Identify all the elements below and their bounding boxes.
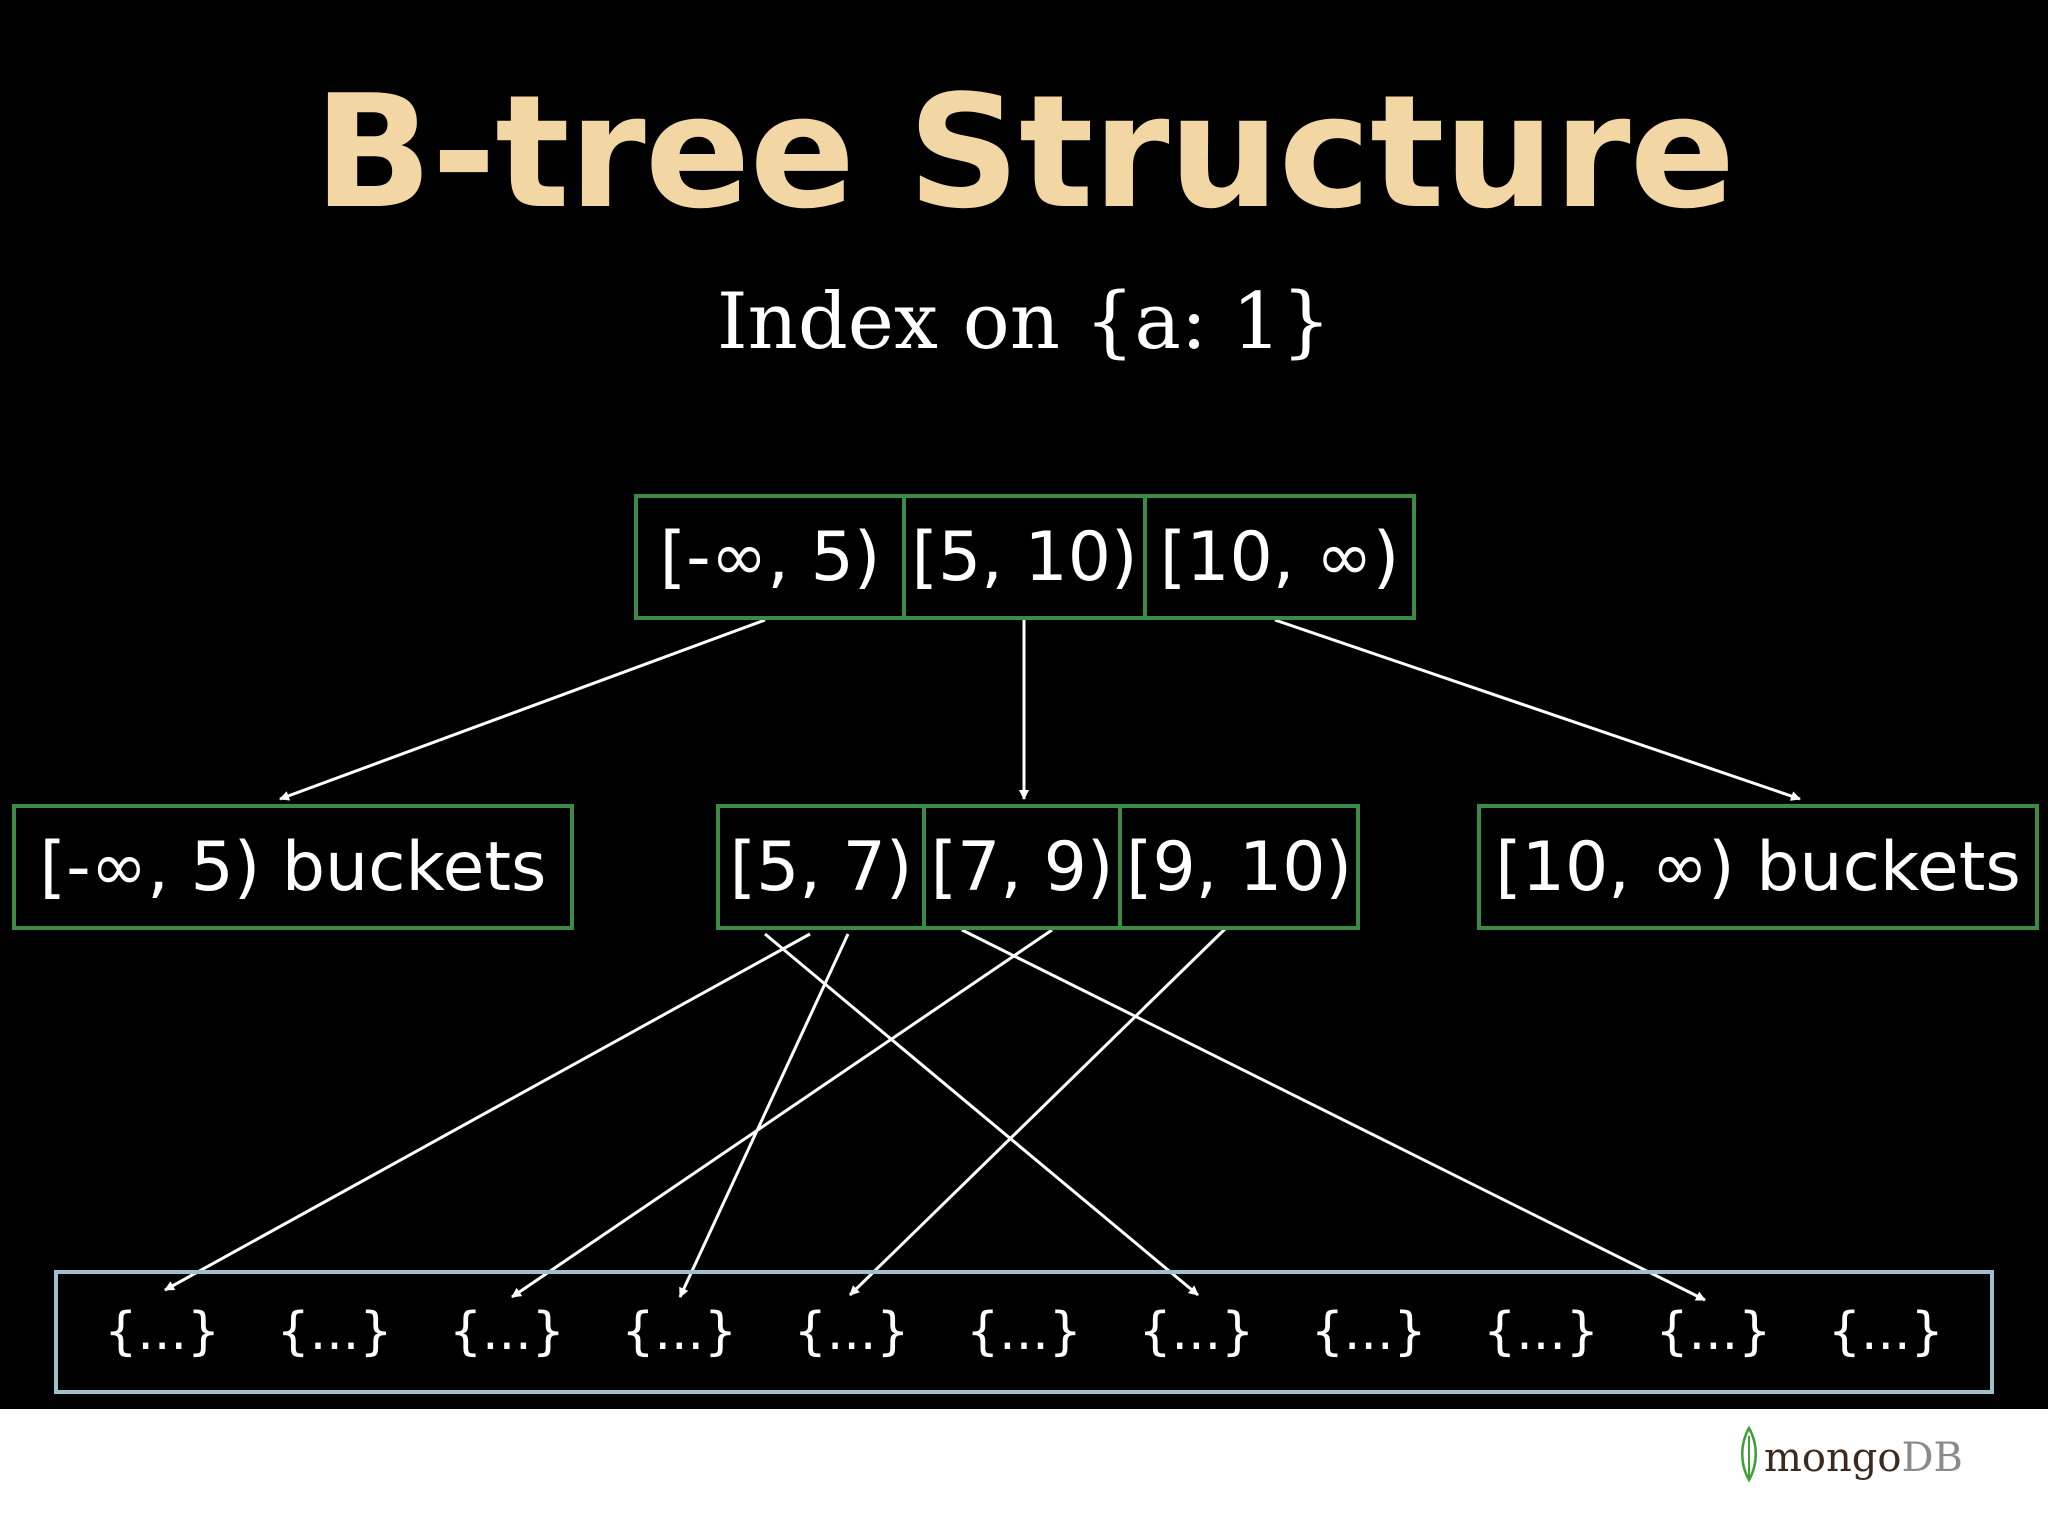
edge-leaf-to-doc: [764, 932, 1199, 1297]
document: {...}: [1138, 1302, 1255, 1362]
document: {...}: [1483, 1302, 1599, 1362]
document: {...}: [621, 1302, 738, 1362]
document: {...}: [793, 1302, 910, 1362]
middle-key-cell: [7, 9): [922, 808, 1118, 926]
root-key-cell: [-∞, 5): [659, 517, 881, 597]
left-bucket: [-∞, 5) buckets: [12, 804, 574, 930]
middle-key-cell: [5, 7): [729, 827, 913, 907]
document: {...}: [1310, 1302, 1427, 1362]
edge-leaf-to-doc: [164, 932, 811, 1292]
root-key-cell: [5, 10): [902, 498, 1143, 616]
document: {...}: [104, 1302, 221, 1362]
mongodb-logo: mongo DB: [1736, 1422, 1963, 1482]
slide-subtitle: Index on {a: 1}: [716, 277, 1332, 367]
logo-text-mongo: mongo: [1764, 1435, 1902, 1481]
root-key-cell: [10, ∞): [1143, 498, 1412, 616]
logo-text-db: DB: [1901, 1435, 1963, 1481]
middle-node: [5, 7) [7, 9) [9, 10): [716, 804, 1360, 930]
edge-leaf-to-doc: [848, 927, 1227, 1297]
document: {...}: [966, 1302, 1082, 1362]
slide: B-tree Structure Index on {a: 1} [-∞, 5)…: [0, 0, 2048, 1409]
edge-leaf-to-doc: [678, 933, 850, 1298]
documents-row: {...} {...} {...} {...} {...} {...} {...…: [54, 1270, 1994, 1394]
edge-leaf-to-doc: [961, 928, 1706, 1302]
edge-leaf-to-doc: [511, 928, 1053, 1299]
edge-root-left: [279, 618, 766, 801]
root-node: [-∞, 5) [5, 10) [10, ∞): [634, 494, 1416, 620]
document: {...}: [1827, 1302, 1944, 1362]
right-bucket: [10, ∞) buckets: [1477, 804, 2039, 930]
middle-key-cell: [9, 10): [1118, 808, 1356, 926]
document: {...}: [1655, 1302, 1772, 1362]
document: {...}: [276, 1302, 393, 1362]
edge-root-right: [1274, 618, 1801, 801]
leaf-icon: [1741, 1426, 1757, 1482]
document: {...}: [449, 1302, 565, 1362]
slide-title: B-tree Structure: [313, 61, 1736, 243]
tree-edges: [164, 618, 1801, 1302]
